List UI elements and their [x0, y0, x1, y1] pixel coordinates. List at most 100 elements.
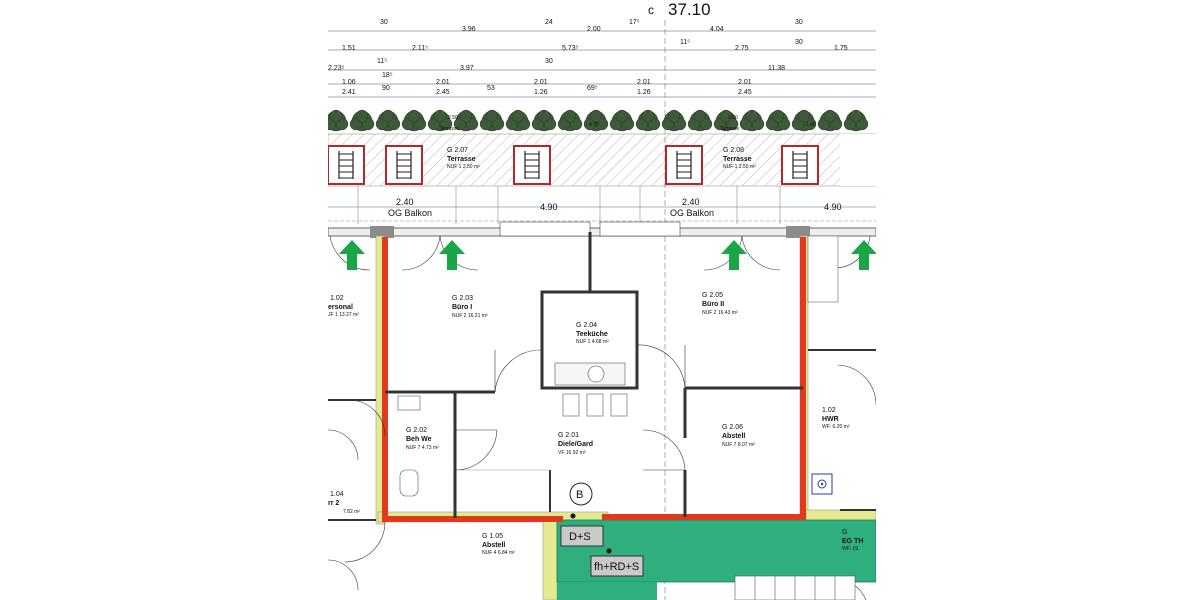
- dim-label: 90: [382, 85, 390, 92]
- shrub-icon: [531, 109, 557, 132]
- shrub-icon: [713, 109, 739, 132]
- room-name: Büro I: [452, 304, 472, 311]
- arrow-up-icon: [851, 240, 877, 270]
- room-area: NUF 4 6.84 m²: [482, 550, 515, 556]
- dimension-row-1: 30 3.96 24 2.00 17⁵ 4.04 30: [380, 19, 803, 33]
- shrub-icon: [375, 109, 401, 132]
- room-area: NUF 7 8.07 m²: [722, 442, 755, 448]
- room-area: NUF 7 4.73 m²: [406, 445, 439, 451]
- dim-label: 18⁵: [382, 72, 393, 79]
- shrub-icon: [427, 109, 453, 132]
- room-name: Abstell: [482, 542, 505, 549]
- dim-label: 69⁵: [587, 85, 598, 92]
- dim-label: 2.01: [738, 79, 752, 86]
- balcony-dim: 4.90: [540, 202, 558, 212]
- green-zone: [557, 582, 657, 600]
- neighbor-walls: [328, 349, 876, 521]
- column-element: [786, 226, 810, 238]
- wc-fixtures: [397, 235, 839, 497]
- dim-label: 2.75: [735, 45, 749, 52]
- escape-arrows: [339, 240, 877, 270]
- dim-label: 2.23⁵: [328, 65, 345, 72]
- ladder-icon: [513, 145, 551, 185]
- dim-label: 1.75: [834, 45, 848, 52]
- shrub-icon: [479, 109, 505, 132]
- room-area: 7.82 m²: [343, 509, 360, 515]
- dim-label: 2.01: [637, 79, 651, 86]
- room-name: Teeküche: [576, 331, 608, 338]
- shaft-symbol-ring: [817, 479, 827, 489]
- overall-dimension: 37.10: [668, 0, 711, 19]
- dim-label: 3.96: [462, 26, 476, 33]
- terrace-mid-dim: 4.75: [589, 122, 599, 128]
- dim-label: 1.26: [637, 89, 651, 96]
- shrub-icon: [791, 109, 817, 132]
- dim-label: 11⁵: [680, 39, 690, 46]
- dim-label: 2.11⁵: [412, 45, 428, 52]
- room-labels: G 2.03 Büro I NUF 2 16.21 m² G 2.04 Teek…: [328, 292, 863, 556]
- ladder-icon: [665, 145, 703, 185]
- fhrds-box-label: fh+RD+S: [594, 561, 639, 573]
- room-name: HWR: [822, 416, 839, 423]
- dimension-lines: [328, 20, 876, 600]
- dimension-row-2: 1.51 2.11⁵ 5.73⁵ 11⁵ 2.75 30 1.75: [342, 39, 848, 52]
- room-id: 1.02: [330, 295, 344, 302]
- room-area: NUF 2 16.21 m²: [452, 313, 488, 319]
- toilet: [399, 469, 419, 497]
- dim-label: 11.38: [768, 65, 785, 72]
- shrub-icon: [817, 109, 843, 132]
- shrub-icon: [401, 109, 427, 132]
- ladder-icon: [781, 145, 819, 185]
- b-marker: [569, 482, 593, 506]
- shrub-icon: [323, 109, 349, 132]
- dimension-row-3: 2.23⁵ 11⁵ 3.97 30 11.38: [328, 58, 785, 72]
- room-name: Abstell: [722, 433, 745, 440]
- dim-label: 30: [795, 39, 803, 46]
- dim-label: 1.51: [342, 45, 356, 52]
- room-id: G 2.06: [722, 424, 743, 431]
- dim-label: 4.04: [710, 26, 724, 33]
- room-area: NUF 1 4.68 m²: [576, 339, 609, 345]
- shrub-icon: [661, 109, 687, 132]
- dim-label: 11⁵: [377, 58, 387, 65]
- dim-label: 2.01: [534, 79, 548, 86]
- shrub-icon: [557, 109, 583, 132]
- shrub-icon: [349, 109, 375, 132]
- dim-label: 1.26: [534, 89, 548, 96]
- room-name: Beh We: [406, 436, 432, 443]
- window-element: [599, 221, 681, 237]
- shrub-icon: [453, 109, 479, 132]
- dim-label: 5.73⁵: [562, 45, 579, 52]
- room-area: JF 1 13.27 m²: [328, 312, 359, 318]
- terrace-id: G 2.08: [723, 147, 744, 154]
- dimension-row-4: 1.06 18⁵ 2.01 2.01 2.01 2.01: [342, 72, 752, 86]
- terrace-strip-label: Terrasse: [440, 126, 459, 132]
- balcony-dim: 4.90: [824, 202, 842, 212]
- room-name: Büro II: [702, 301, 724, 308]
- shrub-icon: [609, 109, 635, 132]
- fire-walls: [382, 237, 806, 522]
- chair: [610, 393, 628, 417]
- room-id: G 2.01: [558, 432, 579, 439]
- dim-label: 30: [380, 19, 388, 26]
- dim-label: 30: [545, 58, 553, 65]
- window-element: [499, 221, 591, 237]
- ladder-icon: [327, 145, 365, 185]
- dim-label: 2.01: [436, 79, 450, 86]
- balcony-dimension: [328, 206, 876, 222]
- ladder-markers: [327, 145, 819, 185]
- shrub-icon: [687, 109, 713, 132]
- room-id: 1.02: [822, 407, 836, 414]
- kitchen-sink: [587, 365, 605, 383]
- dim-label: 3.97: [460, 65, 474, 72]
- room-name: rr 2: [328, 500, 339, 507]
- marker-dot: [606, 548, 612, 554]
- shrub-icon: [739, 109, 765, 132]
- dim-label: 53: [487, 85, 495, 92]
- room-id: G 2.05: [702, 292, 723, 299]
- terrace-strip-label: Terrasse: [720, 126, 739, 132]
- ds-box-label: D+S: [569, 531, 591, 543]
- room-id: G 2.02: [406, 427, 427, 434]
- room-area: WF: 6.20 m²: [822, 424, 850, 430]
